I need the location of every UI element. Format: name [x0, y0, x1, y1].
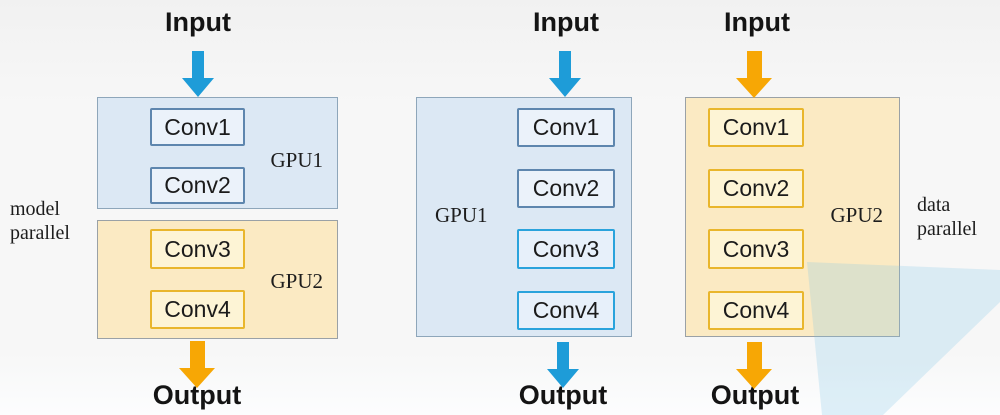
input-arrow-icon	[549, 51, 581, 97]
conv-box: Conv1	[708, 108, 804, 147]
conv-box: Conv3	[517, 229, 615, 269]
arrow-shaft	[559, 51, 571, 78]
output-arrow-icon	[179, 341, 215, 388]
arrow-head	[182, 78, 214, 97]
conv-box: Conv1	[517, 108, 615, 147]
gpu2-box: Conv3 Conv4 GPU2	[97, 220, 338, 339]
arrow-shaft	[189, 341, 205, 368]
conv-box: Conv4	[517, 291, 615, 330]
arrow-head	[736, 78, 772, 98]
input-arrow-icon	[736, 51, 772, 98]
conv-box: Conv2	[708, 169, 804, 208]
input-label: Input	[724, 7, 790, 37]
gpu1-box: Conv1 Conv2 GPU1	[97, 97, 338, 209]
gpu-label: GPU1	[270, 148, 323, 172]
output-arrow-icon	[547, 342, 579, 388]
conv-box: Conv2	[150, 167, 245, 204]
conv-box: Conv3	[150, 229, 245, 269]
arrow-shaft	[746, 51, 762, 78]
conv-box: Conv1	[150, 108, 245, 146]
input-label: Input	[533, 7, 599, 37]
gpu-label: GPU2	[830, 203, 883, 227]
gpu2-box: Conv1 Conv2 Conv3 Conv4 GPU2	[685, 97, 900, 337]
arrow-head	[549, 78, 581, 97]
caption-model-parallel: model parallel	[10, 198, 70, 244]
gpu-label: GPU1	[435, 203, 488, 227]
conv-box: Conv2	[517, 169, 615, 208]
input-label: Input	[165, 7, 231, 37]
gpu1-box: Conv1 Conv2 Conv3 Conv4 GPU1	[416, 97, 632, 337]
conv-box: Conv4	[708, 291, 804, 330]
caption-data-parallel: data parallel	[917, 194, 977, 240]
gpu-label: GPU2	[270, 269, 323, 293]
arrow-shaft	[192, 51, 204, 78]
conv-box: Conv3	[708, 229, 804, 269]
arrow-head	[736, 369, 772, 389]
arrow-head	[179, 368, 215, 388]
input-arrow-icon	[182, 51, 214, 97]
arrow-head	[547, 369, 579, 388]
arrow-shaft	[557, 342, 569, 369]
arrow-shaft	[746, 342, 762, 369]
conv-box: Conv4	[150, 290, 245, 329]
output-arrow-icon	[736, 342, 772, 389]
